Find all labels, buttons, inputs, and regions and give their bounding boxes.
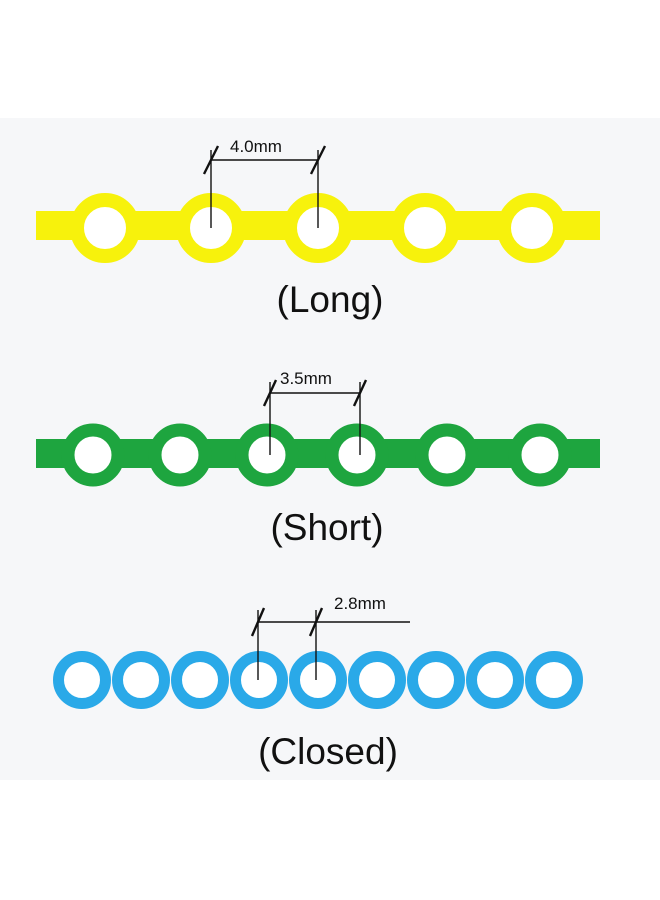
connector-bar-short bbox=[36, 439, 600, 468]
ring bbox=[407, 651, 465, 709]
ring bbox=[348, 651, 406, 709]
ring bbox=[325, 423, 389, 487]
dimension-closed bbox=[250, 607, 410, 680]
ring bbox=[148, 423, 212, 487]
chain-short: 3.5mm (Short) bbox=[36, 369, 600, 548]
ring bbox=[497, 193, 567, 263]
dimension-tick bbox=[250, 607, 266, 637]
ring bbox=[508, 423, 572, 487]
chain-long: 4.0mm (Long) bbox=[36, 137, 600, 320]
chain-closed: 2.8mm (Closed) bbox=[53, 594, 583, 772]
caption-short: (Short) bbox=[270, 507, 383, 548]
spacing-label-short: 3.5mm bbox=[280, 369, 332, 388]
dimension-tick bbox=[262, 379, 278, 407]
dimension-tick bbox=[202, 145, 220, 175]
dimension-long bbox=[202, 145, 327, 228]
ring bbox=[415, 423, 479, 487]
caption-closed: (Closed) bbox=[258, 731, 398, 772]
dimension-tick bbox=[308, 607, 324, 637]
spacing-label-closed: 2.8mm bbox=[334, 594, 386, 613]
ring bbox=[235, 423, 299, 487]
rings-short bbox=[61, 423, 572, 487]
ring bbox=[53, 651, 111, 709]
dimension-tick bbox=[352, 379, 368, 407]
ring bbox=[289, 651, 347, 709]
ring bbox=[171, 651, 229, 709]
caption-long: (Long) bbox=[277, 279, 384, 320]
ring bbox=[61, 423, 125, 487]
dimension-tick bbox=[309, 145, 327, 175]
ring bbox=[525, 651, 583, 709]
rings-closed bbox=[53, 651, 583, 709]
ring bbox=[390, 193, 460, 263]
rings-long bbox=[70, 193, 567, 263]
ring bbox=[466, 651, 524, 709]
spacing-label-long: 4.0mm bbox=[230, 137, 282, 156]
dimension-short bbox=[262, 379, 368, 455]
ring bbox=[70, 193, 140, 263]
ring bbox=[112, 651, 170, 709]
ring bbox=[230, 651, 288, 709]
